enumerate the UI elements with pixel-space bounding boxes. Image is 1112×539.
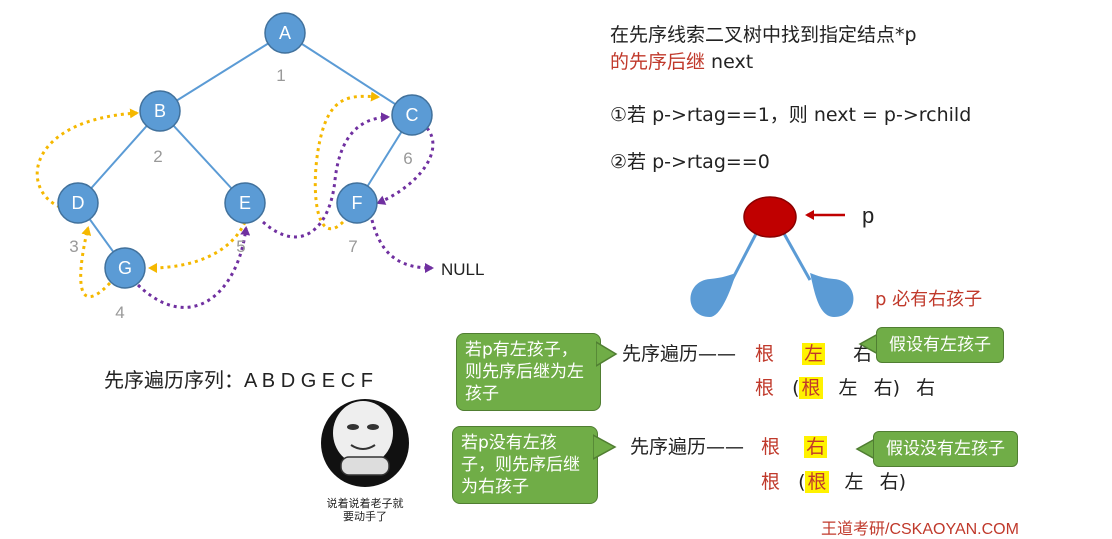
assume-pointer-2 xyxy=(855,438,875,460)
assume-has-left: 假设有左孩子 xyxy=(876,327,1004,363)
edge-a-c xyxy=(284,32,413,116)
tree-node-b xyxy=(139,90,181,132)
meme-caption-line1: 说着说着老子就 xyxy=(326,497,404,510)
traversal-label-2: 先序遍历—— xyxy=(630,436,745,458)
root-token-3: 根 xyxy=(761,436,781,458)
traversal-row1-noleft: 根 右 xyxy=(761,432,828,459)
preorder-number-d: 3 xyxy=(69,237,78,256)
right-token-3: 右 xyxy=(804,436,828,458)
thread-e-g xyxy=(148,221,247,273)
tree-node-g xyxy=(104,247,146,289)
root-token: 根 xyxy=(755,343,775,365)
left-token: 左 xyxy=(802,343,826,365)
condition-1: ①若 p->rtag==1，则 next = p->rchild xyxy=(610,104,972,126)
preorder-number-f: 7 xyxy=(348,237,357,256)
sub-root-token: 根 xyxy=(799,377,823,399)
has-left-child-note: 若p有左孩子，则先序后继为左孩子 xyxy=(456,333,601,411)
paren-open-2: ( xyxy=(798,471,806,493)
sub-root-token-2: 根 xyxy=(805,471,829,493)
sequence-value: A B D G E C F xyxy=(244,370,373,392)
header-line1: 在先序线索二叉树中找到指定结点*p xyxy=(610,24,917,46)
thread-c-f xyxy=(376,127,435,205)
left-subtree xyxy=(690,273,736,317)
tree-node-label-e: E xyxy=(239,193,251,213)
condition-2: ②若 p->rtag==0 xyxy=(610,151,770,173)
tree-node-label-a: A xyxy=(279,23,291,43)
right-token-2: 右 xyxy=(916,377,936,399)
next-threads xyxy=(136,112,435,309)
sequence-label: 先序遍历序列： xyxy=(104,368,244,392)
tree-node-label-b: B xyxy=(154,101,166,121)
threaded-tree-diagram: A B C D E F G 1 2 6 3 5 7 4 NULL xyxy=(35,12,484,322)
root-token-4: 根 xyxy=(761,471,781,493)
tree-node-c xyxy=(391,94,433,136)
p-node xyxy=(743,196,797,238)
thread-g-e xyxy=(136,226,251,309)
preorder-number-c: 6 xyxy=(403,149,412,168)
tree-node-label-g: G xyxy=(118,258,132,278)
tree-node-d xyxy=(57,182,99,224)
preorder-number-g: 4 xyxy=(115,303,124,322)
meme-caption: 说着说着老子就 要动手了 xyxy=(310,497,420,523)
note-pointer-2 xyxy=(593,434,617,460)
tree-node-e xyxy=(224,182,266,224)
preorder-sequence: 先序遍历序列：A B D G E C F xyxy=(104,364,373,393)
traversal-row2-noleft: 根 (根 左 右) xyxy=(761,467,906,494)
tree-edges xyxy=(77,32,413,269)
assume-pointer-1 xyxy=(858,333,878,355)
tree-nodes: A B C D E F G xyxy=(57,12,433,289)
no-left-child-note: 若p没有左孩子，则先序后继为右孩子 xyxy=(452,426,598,504)
null-label: NULL xyxy=(441,260,484,279)
tree-node-label-f: F xyxy=(352,193,363,213)
paren-open: ( xyxy=(792,377,800,399)
sub-right-token: 右) xyxy=(873,377,901,399)
meme-caption-line2: 要动手了 xyxy=(343,510,387,523)
note-pointer-1 xyxy=(596,341,618,367)
preorder-number-b: 2 xyxy=(153,147,162,166)
brand-footer: 王道考研/CSKAOYAN.COM xyxy=(821,521,1019,538)
tree-node-a xyxy=(264,12,306,54)
thread-d-b xyxy=(35,108,139,209)
thread-e-c xyxy=(262,112,390,239)
right-subtree xyxy=(810,273,854,317)
sub-left-token: 左 xyxy=(838,377,858,399)
header-highlight: 的先序后继 xyxy=(610,51,706,73)
thread-g-d xyxy=(79,226,112,299)
panda-meme-image xyxy=(321,399,409,487)
thread-f-null xyxy=(370,219,434,273)
traversal-row1-left: 根 左 右 xyxy=(755,339,872,366)
preorder-numbers: 1 2 6 3 5 7 4 xyxy=(69,66,412,322)
tree-node-label-d: D xyxy=(72,193,85,213)
tree-node-label-c: C xyxy=(406,105,419,125)
sub-right-token-2: 右) xyxy=(879,471,907,493)
edge-b-e xyxy=(159,110,246,204)
preorder-number-a: 1 xyxy=(276,66,285,85)
right-child-note: p 必有右孩子 xyxy=(875,289,983,310)
traversal-row2-left: 根 (根 左 右) 右 xyxy=(755,373,935,400)
prev-threads xyxy=(35,91,380,299)
preorder-number-e: 5 xyxy=(236,237,245,256)
header-line2: 的先序后继 next xyxy=(610,47,753,74)
sub-left-token-2: 左 xyxy=(844,471,864,493)
header-rest: next xyxy=(705,51,754,73)
tree-node-f xyxy=(336,182,378,224)
root-token-2: 根 xyxy=(755,377,775,399)
edge-a-b xyxy=(159,32,286,112)
p-label: p xyxy=(862,203,874,228)
assume-no-left: 假设没有左孩子 xyxy=(873,431,1018,467)
traversal-label-1: 先序遍历—— xyxy=(622,343,737,365)
small-tree-diagram: p xyxy=(690,196,874,317)
